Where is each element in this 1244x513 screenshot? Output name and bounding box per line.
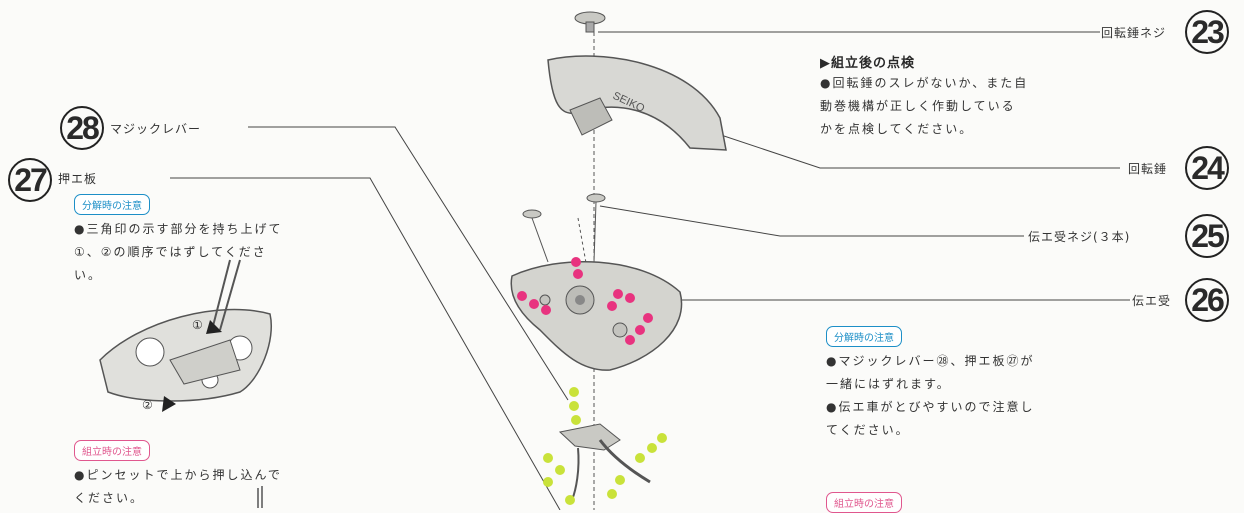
part-26-label: 伝エ受 [1132,294,1172,308]
inspection-line: かを点検してください。 [820,122,974,136]
lube-dots-yellow [543,387,667,505]
figure-mark-1: ① [192,318,204,332]
note-line: てください。 [826,423,910,437]
left-disassembly-badge: 分解時の注意 [74,194,150,215]
note-line: ●三角印の示す部分を持ち上げて [74,222,283,236]
note-line: ●伝エ車がとびやすいので注意し [826,400,1035,414]
right-disassembly-badge: 分解時の注意 [826,326,902,347]
inspection-line: ●回転錘のスレがないか、また自 [820,76,1029,90]
part-28-label: マジックレバー [110,122,202,136]
note-line: い。 [74,268,103,282]
note-line: ①、②の順序ではずしてくださ [74,245,267,259]
part-27-label: 押エ板 [58,172,98,186]
right-disassembly-text: ●マジックレバー㉘、押エ板㉗が 一緒にはずれます。 ●伝エ車がとびやすいので注意… [826,350,1034,442]
note-line: ●マジックレバー㉘、押エ板㉗が [826,354,1035,368]
note-line: 一緒にはずれます。 [826,377,951,391]
part-24-number: 24 [1185,146,1229,190]
part-23-number: 23 [1185,10,1229,54]
part-26-number: 26 [1185,278,1229,322]
part-25-label: 伝エ受ネジ(３本) [1028,230,1131,244]
inspection-text: ●回転錘のスレがないか、また自 動巻機構が正しく作動している かを点検してくださ… [820,72,1028,141]
part-25-number: 25 [1185,214,1229,258]
part-24-label: 回転錘 [1128,162,1168,176]
rotor-screw [574,11,606,33]
rotor: SEIKO [547,55,727,151]
part-28-number: 28 [60,106,104,150]
train-bridge [510,260,683,371]
figure-mark-2: ② [142,398,154,412]
plate-removal-figure [99,259,272,508]
left-disassembly-text: ●三角印の示す部分を持ち上げて ①、②の順序ではずしてくださ い。 [74,218,282,287]
part-23-label: 回転錘ネジ [1101,26,1167,40]
note-line: ●ピンセットで上から押し込んで [74,468,282,482]
lube-dots-magenta [517,257,653,345]
inspection-line: 動巻機構が正しく作動している [820,99,1016,113]
leader-lines [170,31,1130,510]
left-assembly-text: ●ピンセットで上から押し込んで ください。 [74,464,282,510]
part-27-number: 27 [8,158,52,202]
bridge-screws [522,193,606,263]
note-line: ください。 [74,491,145,505]
inspection-heading: ▶組立後の点検 [820,56,915,71]
left-assembly-badge: 組立時の注意 [74,440,150,461]
magic-lever [558,423,651,501]
